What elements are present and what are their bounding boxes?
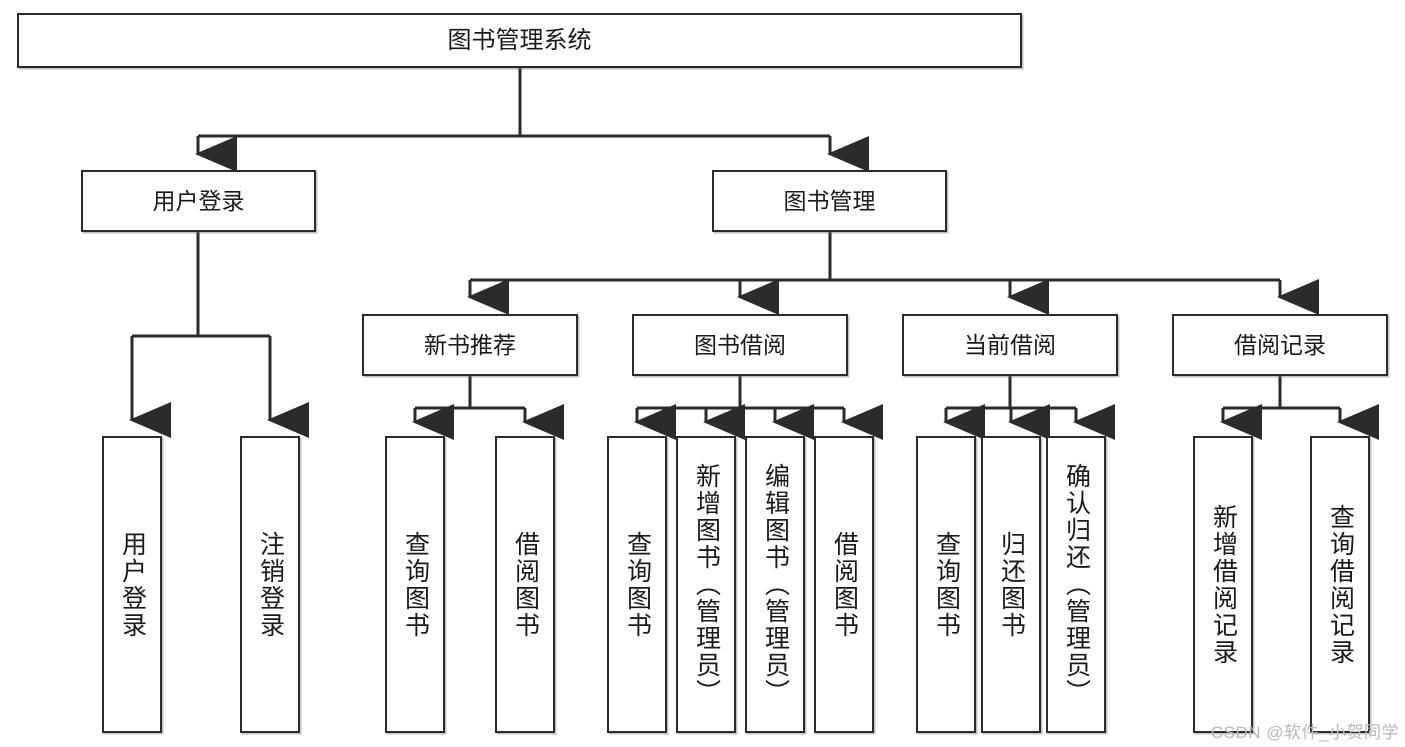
node-label: 图书管理系统 xyxy=(447,26,592,54)
leaf-new-book-query[interactable]: 查询图书 xyxy=(385,436,445,733)
node-label: 图书借阅 xyxy=(694,331,786,358)
leaf-record-add-record[interactable]: 新增借阅记录 xyxy=(1193,436,1253,733)
leaf-borrow-query-book[interactable]: 查询图书 xyxy=(607,436,667,733)
leaf-borrow-edit-book-admin[interactable]: 编辑图书（管理员） xyxy=(745,436,805,733)
leaf-record-query-record[interactable]: 查询借阅记录 xyxy=(1310,436,1370,733)
node-user-login[interactable]: 用户登录 xyxy=(81,170,316,232)
node-label: 当前借阅 xyxy=(964,331,1056,358)
node-label: 新增图书（管理员） xyxy=(692,463,721,706)
node-label: 用户登录 xyxy=(152,187,245,214)
node-label: 新书推荐 xyxy=(424,331,516,358)
node-label: 查询图书 xyxy=(932,530,961,639)
node-label: 编辑图书（管理员） xyxy=(761,463,790,706)
watermark-text: CSDN @软件_小贺同学 xyxy=(1210,723,1399,742)
leaf-current-return-book[interactable]: 归还图书 xyxy=(981,436,1041,733)
leaf-new-book-borrow[interactable]: 借阅图书 xyxy=(495,436,555,733)
node-label: 确认归还（管理员） xyxy=(1062,463,1091,706)
node-book-management[interactable]: 图书管理 xyxy=(712,170,947,232)
leaf-user-login-login[interactable]: 用户登录 xyxy=(102,436,162,733)
node-label: 图书管理 xyxy=(783,187,876,214)
node-borrow-record[interactable]: 借阅记录 xyxy=(1172,314,1388,376)
leaf-borrow-add-book-admin[interactable]: 新增图书（管理员） xyxy=(676,436,736,733)
node-root-system[interactable]: 图书管理系统 xyxy=(17,13,1022,68)
leaf-borrow-borrow-book[interactable]: 借阅图书 xyxy=(814,436,874,733)
node-label: 用户登录 xyxy=(118,530,147,639)
node-label: 归还图书 xyxy=(997,530,1026,639)
node-label: 查询图书 xyxy=(401,530,430,639)
node-label: 查询借阅记录 xyxy=(1326,503,1355,666)
node-label: 借阅图书 xyxy=(511,530,540,639)
leaf-current-confirm-return-admin[interactable]: 确认归还（管理员） xyxy=(1046,436,1106,733)
node-label: 查询图书 xyxy=(623,530,652,639)
node-new-book-recommend[interactable]: 新书推荐 xyxy=(362,314,578,376)
node-current-borrow[interactable]: 当前借阅 xyxy=(902,314,1118,376)
node-label: 借阅记录 xyxy=(1234,331,1326,358)
node-label: 借阅图书 xyxy=(830,530,859,639)
leaf-user-login-logout[interactable]: 注销登录 xyxy=(240,436,300,733)
node-book-borrow[interactable]: 图书借阅 xyxy=(632,314,848,376)
node-label: 新增借阅记录 xyxy=(1209,503,1238,666)
leaf-current-query-book[interactable]: 查询图书 xyxy=(916,436,976,733)
node-label: 注销登录 xyxy=(256,530,285,639)
